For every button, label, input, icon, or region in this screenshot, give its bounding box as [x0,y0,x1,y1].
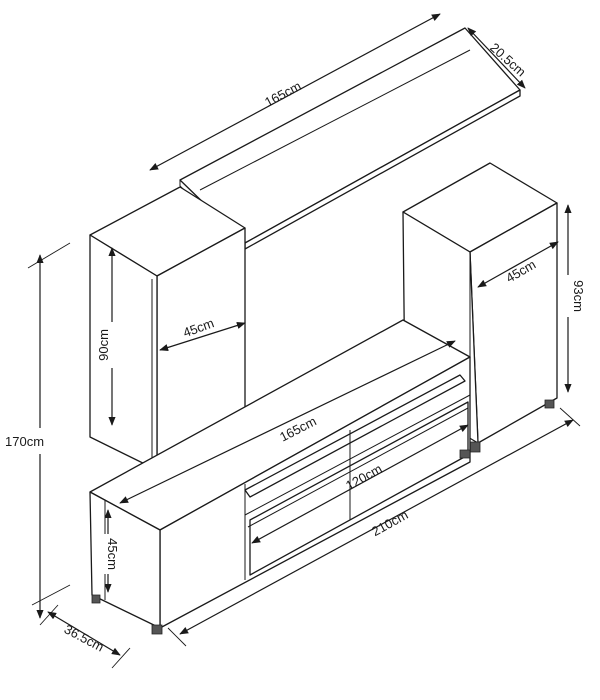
label-shelf-length: 165cm [262,78,304,110]
label-depth: 36.5cm [62,621,107,654]
label-base-height: 45cm [105,538,120,570]
label-left-cabinet-height: 90cm [96,329,111,361]
label-total-height: 170cm [5,434,44,449]
label-right-cabinet-height: 93cm [571,280,586,312]
